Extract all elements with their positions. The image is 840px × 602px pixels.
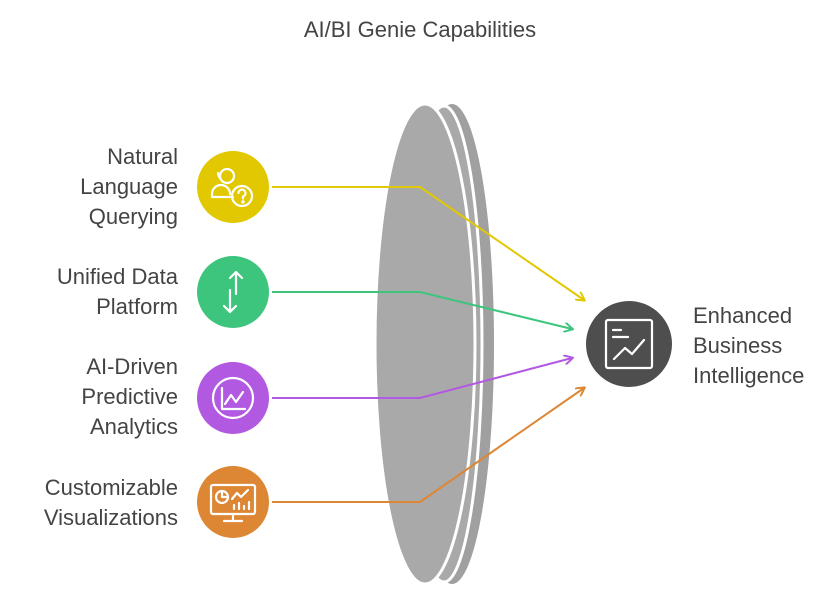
node-ai-driven-predictive-analytics [197, 362, 269, 434]
label-unified-data-platform: Unified Data Platform [57, 262, 178, 322]
label-line: Platform [96, 294, 178, 319]
label-line: Business [693, 333, 783, 358]
label-natural-language-querying: Natural Language Querying [80, 142, 178, 232]
label-customizable-visualizations: Customizable Visualizations [44, 473, 178, 533]
label-line: Enhanced [693, 303, 793, 328]
label-enhanced-business-intelligence: Enhanced Business Intelligence [693, 301, 804, 391]
label-line: Querying [88, 204, 178, 229]
label-line: Language [80, 174, 178, 199]
label-line: Analytics [89, 414, 178, 439]
connector-natural-language-querying [272, 186, 584, 300]
lens [373, 102, 494, 586]
label-line: Visualizations [43, 505, 178, 530]
label-line: Natural [107, 144, 178, 169]
connector-ai-driven-predictive-analytics [272, 358, 572, 399]
connector-unified-data-platform [272, 291, 572, 329]
trend-chart-icon [604, 318, 654, 370]
label-line: Customizable [44, 475, 178, 500]
diagram-title: AI/BI Genie Capabilities [303, 17, 537, 42]
label-line: Unified Data [56, 264, 178, 289]
lens-front [373, 102, 477, 586]
node-unified-data-platform [197, 256, 269, 328]
node-enhanced-business-intelligence [586, 301, 672, 387]
user-question-icon [210, 167, 254, 208]
label-line: AI-Driven [86, 354, 178, 379]
label-ai-driven-predictive-analytics: AI-Driven Predictive Analytics [81, 352, 178, 442]
node-natural-language-querying [197, 151, 269, 223]
line-chart-icon [211, 376, 255, 420]
label-line: Predictive [81, 384, 178, 409]
node-customizable-visualizations [197, 466, 269, 538]
up-down-arrows-icon [222, 270, 244, 314]
label-line: Intelligence [693, 363, 805, 388]
connector-customizable-visualizations [272, 388, 584, 503]
monitor-dashboard-icon [209, 483, 257, 523]
